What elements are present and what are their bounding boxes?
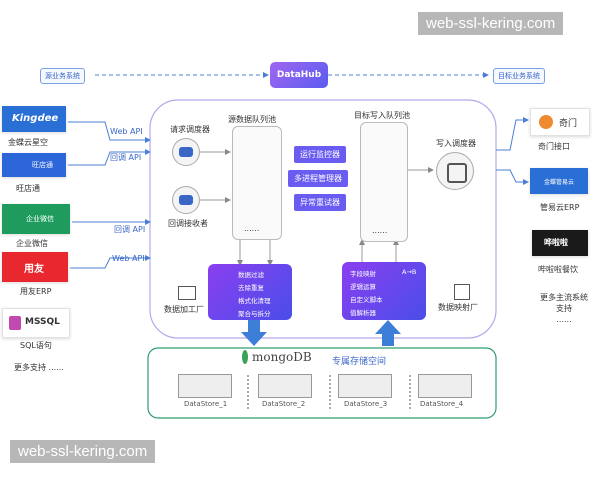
processing-factory-label: 数据加工厂 bbox=[164, 305, 204, 314]
mapping-factory-icon bbox=[454, 284, 470, 300]
processing-panel: 数据过滤 去除重复 格式化清理 聚合与拆分 bbox=[208, 264, 292, 320]
qimen-label: 奇门接口 bbox=[538, 142, 570, 151]
yonyou-logo: 用友 bbox=[2, 252, 68, 282]
write-scheduler-icon bbox=[436, 152, 474, 190]
watermark-bottom: web-ssl-kering.com bbox=[10, 440, 156, 463]
mapping-panel: 字段映射 A→B 逻辑运算 自定义脚本 值解析器 bbox=[342, 262, 426, 320]
server-icon bbox=[418, 374, 472, 398]
yonyou-api-label: Web API bbox=[112, 254, 145, 263]
mapping-item: 值解析器 bbox=[350, 309, 376, 317]
server-icon bbox=[258, 374, 312, 398]
target-queue-pool bbox=[360, 122, 408, 242]
datastore-label: DataStore_3 bbox=[344, 400, 388, 408]
datahub-badge: DataHub bbox=[270, 62, 328, 88]
qimen-icon bbox=[539, 115, 553, 129]
datastore-label: DataStore_2 bbox=[262, 400, 306, 408]
source-queue-label: 源数据队列池 bbox=[228, 115, 276, 124]
retry-button[interactable]: 异常重试器 bbox=[294, 194, 346, 211]
wecom-logo-text: 企业微信 bbox=[26, 215, 54, 223]
target-queue-label: 目标写入队列池 bbox=[354, 111, 410, 120]
watermark-top: web-ssl-kering.com bbox=[418, 12, 564, 35]
mssql-label: SQL语句 bbox=[20, 341, 52, 350]
left-more-support: 更多支持 ...... bbox=[14, 363, 64, 372]
mapping-item: 自定义脚本 bbox=[350, 296, 383, 304]
mssql-icon bbox=[9, 316, 21, 330]
robot-icon bbox=[172, 138, 200, 166]
processing-item: 去除重复 bbox=[238, 284, 264, 292]
hualala-label: 哔啦啦餐饮 bbox=[538, 265, 578, 274]
processing-item: 数据过滤 bbox=[238, 271, 264, 279]
datastore-label: DataStore_4 bbox=[420, 400, 464, 408]
kingdee-label: 金蝶云星空 bbox=[8, 138, 48, 147]
kingdee-api-label: Web API bbox=[110, 127, 143, 136]
guanyi-label: 管易云ERP bbox=[540, 203, 580, 212]
processing-item: 聚合与拆分 bbox=[238, 310, 271, 318]
datastore-label: DataStore_1 bbox=[184, 400, 228, 408]
run-monitor-button[interactable]: 运行监控器 bbox=[294, 146, 346, 163]
request-scheduler-label: 请求调度器 bbox=[170, 125, 210, 134]
process-manager-button[interactable]: 多进程管理器 bbox=[288, 170, 348, 187]
wangdiantong-logo: 旺店通 bbox=[2, 153, 66, 177]
mapping-icon: A→B bbox=[402, 268, 417, 276]
callback-receiver-label: 回调接收者 bbox=[168, 219, 208, 228]
wecom-label: 企业微信 bbox=[16, 239, 48, 248]
source-system-label: 源业务系统 bbox=[40, 68, 85, 84]
right-more-support: 更多主流系统 支持 ...... bbox=[540, 293, 588, 324]
target-queue-dots: ...... bbox=[372, 226, 388, 235]
mapping-item: 逻辑运算 bbox=[350, 283, 376, 291]
target-system-label: 目标业务系统 bbox=[493, 68, 545, 84]
mapping-factory-label: 数据映射厂 bbox=[438, 303, 478, 312]
mongodb-logo: mongoDB bbox=[252, 350, 312, 364]
datahub-label: DataHub bbox=[276, 70, 322, 80]
callback-robot-icon bbox=[172, 186, 200, 214]
mapping-item: 字段映射 bbox=[350, 270, 376, 278]
mongodb-leaf-icon bbox=[242, 350, 248, 364]
yonyou-label: 用友ERP bbox=[20, 287, 52, 296]
kingdee-logo: Kingdee bbox=[2, 106, 66, 132]
guanyi-logo: 金蝶管易云 bbox=[530, 168, 588, 194]
factory-icon bbox=[178, 286, 196, 300]
mssql-logo: MSSQL bbox=[2, 308, 70, 338]
wecom-api-label: 回调 API bbox=[114, 225, 146, 234]
wecom-logo: 企业微信 bbox=[2, 204, 70, 234]
storage-title: 专属存储空间 bbox=[332, 357, 387, 367]
source-queue-pool bbox=[232, 126, 282, 240]
wangdiantong-label: 旺店通 bbox=[16, 184, 40, 193]
qimen-logo: 奇门 bbox=[530, 108, 590, 136]
hualala-logo: 哗啦啦 bbox=[532, 230, 588, 256]
server-icon bbox=[338, 374, 392, 398]
write-scheduler-label: 写入调度器 bbox=[436, 139, 476, 148]
source-queue-dots: ...... bbox=[244, 224, 260, 233]
processing-item: 格式化清理 bbox=[238, 297, 271, 305]
server-icon bbox=[178, 374, 232, 398]
wangdiantong-api-label: 回调 API bbox=[110, 153, 142, 162]
